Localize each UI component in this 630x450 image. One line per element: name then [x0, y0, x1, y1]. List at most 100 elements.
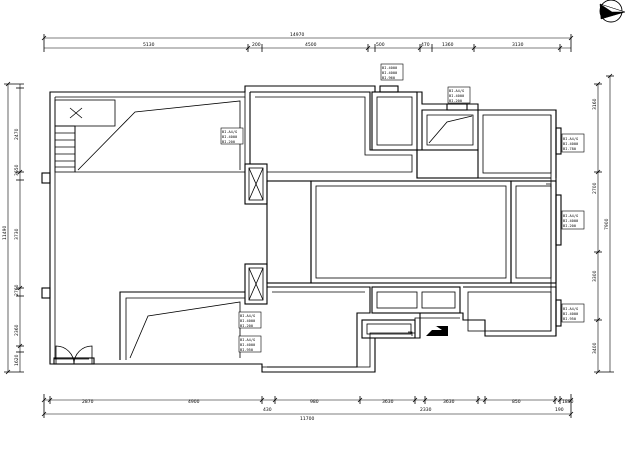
left-total-dimension: 11490: [2, 226, 8, 240]
column: [244, 263, 268, 305]
label-line: BI-A4/G: [563, 137, 578, 141]
window: [41, 172, 51, 184]
elevation-label: BI-A4/G BI-4000 BI-200: [238, 311, 262, 329]
bottom-segment-dimension: 3630: [443, 399, 455, 405]
bottom-total-dimension: 11700: [300, 416, 314, 422]
bottom-segment-dimension: 1800: [562, 399, 574, 405]
label-line: BI-200: [222, 140, 235, 144]
window: [555, 127, 562, 155]
bottom-segment-dimension: 4900: [188, 399, 200, 405]
bottom-dimension-chain: 2870 4900 430 980 3630 2330 3630 850 190…: [41, 394, 574, 422]
left-dimension-chain: 11490 2470 3650 3730 2760 2360 1620: [2, 81, 24, 375]
left-segment-dimension: 3730: [14, 228, 20, 240]
room-ceiling-outline: [77, 100, 241, 171]
bottom-segment-dimension: 190: [555, 407, 564, 413]
label-line: BI-A4/G: [449, 89, 464, 93]
label-line: BI-4000: [563, 312, 578, 316]
room-outline: [255, 96, 413, 173]
window: [379, 85, 399, 93]
north-arrow-icon: [599, 0, 626, 23]
left-segment-dimension: 2470: [14, 128, 20, 140]
elevation-label: BI-A4/G BI-4000 BI-200: [561, 210, 585, 230]
label-line: BI-950: [240, 348, 253, 352]
corner-mark: [408, 331, 413, 336]
top-dimension-chain: 14970 5130 200 4500 500 470 1360 3130: [41, 32, 574, 52]
room-outline: [125, 297, 245, 360]
top-total-dimension: 14970: [290, 32, 304, 38]
right-segment-dimension: 3400: [592, 342, 598, 354]
label-line: BI-4000: [449, 94, 464, 98]
stairs: [54, 99, 116, 173]
elevation-label: BI-A4/G BI-4000 BI-200: [220, 127, 244, 145]
room-outline: [310, 180, 512, 284]
top-segment-dimension: 1360: [442, 42, 454, 48]
label-line: BI-4000: [382, 66, 397, 70]
left-segment-dimension: 2760: [14, 284, 20, 296]
label-line: BI-4000: [563, 219, 578, 223]
room-outline: [119, 291, 245, 360]
room-outline: [361, 319, 416, 339]
label-line: BI-200: [563, 224, 576, 228]
right-segment-dimension: 3160: [592, 98, 598, 110]
room-outline: [249, 91, 551, 179]
bottom-segment-dimension: 850: [512, 399, 521, 405]
room-outline: [515, 185, 552, 279]
room-outline: [376, 96, 413, 146]
label-line: BI-4000: [240, 343, 255, 347]
room-ceiling-outline: [428, 115, 473, 144]
label-line: BI-960: [382, 76, 395, 80]
top-segment-dimension: 4500: [305, 42, 317, 48]
label-line: BI-4000: [240, 319, 255, 323]
room-outline: [463, 286, 557, 336]
bottom-segment-dimension: 3630: [382, 399, 394, 405]
room-outline: [426, 114, 474, 146]
room-ceiling-outline: [129, 301, 241, 359]
top-segment-dimension: 3130: [512, 42, 524, 48]
right-segment-dimension: 2700: [592, 182, 598, 194]
left-segment-dimension: 3650: [14, 164, 20, 176]
bottom-segment-dimension: 2870: [82, 399, 94, 405]
room-outline: [266, 180, 312, 284]
top-segment-dimension: 500: [376, 42, 385, 48]
room-outline: [376, 291, 418, 309]
window: [555, 299, 562, 327]
top-segment-dimension: 470: [421, 42, 430, 48]
left-segment-dimension: 1620: [14, 354, 20, 366]
room-outline: [467, 291, 552, 332]
room-outline: [478, 109, 557, 178]
label-line: BI-4000: [222, 135, 237, 139]
label-line: BI-200: [449, 99, 462, 103]
label-line: BI-4000: [382, 71, 397, 75]
column: [244, 163, 268, 205]
room-outline: [267, 286, 371, 368]
room-outline: [315, 185, 507, 279]
label-line: BI-780: [563, 147, 576, 151]
elevation-label: BI-A4/G BI-4000 BI-950: [238, 335, 262, 353]
top-segment-dimension: 5130: [143, 42, 155, 48]
elevation-label: BI-A4/G BI-4000 BI-950: [561, 303, 585, 323]
elevation-label: BI-A4/G BI-4000 BI-200: [447, 86, 471, 104]
elevation-label: BI-A4/G BI-4000 BI-780: [561, 133, 585, 153]
room-outline: [421, 291, 456, 309]
label-line: BI-4000: [563, 142, 578, 146]
right-dimension-chain: 3160 2700 3300 3400 7900: [592, 73, 614, 375]
label-line: BI-200: [240, 324, 253, 328]
room-outline: [510, 180, 557, 284]
room-outline: [482, 114, 552, 174]
bottom-segment-dimension: 430: [263, 407, 272, 413]
corridor-outline: [416, 149, 479, 179]
room-outline: [371, 286, 461, 314]
left-segment-dimension: 2360: [14, 324, 20, 336]
label-line: BI-A4/G: [222, 130, 237, 134]
label-line: BI-A4/G: [563, 307, 578, 311]
entrance-door: [53, 345, 95, 365]
label-line: BI-950: [563, 317, 576, 321]
window: [446, 103, 468, 111]
window: [41, 287, 51, 299]
elevation-label: BI-4000 BI-4000 BI-960: [380, 63, 404, 81]
label-line: BI-A4/G: [240, 338, 255, 342]
corner-mark: [546, 183, 552, 189]
bottom-segment-dimension: 980: [310, 399, 319, 405]
window: [555, 194, 562, 246]
